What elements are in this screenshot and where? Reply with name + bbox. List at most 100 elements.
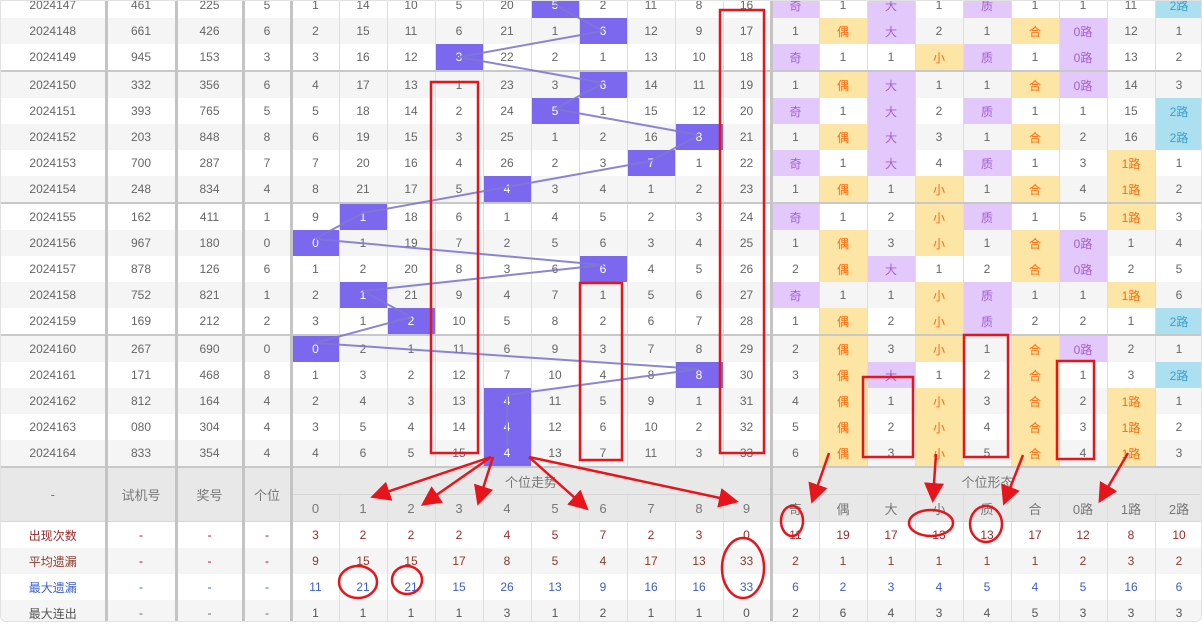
- form-cell: 1: [867, 176, 916, 203]
- stats-digit-value: 15: [387, 548, 436, 574]
- omission-cell: 23: [723, 176, 773, 203]
- digit-header[interactable]: 8: [675, 494, 724, 522]
- units-digit-cell: 1: [243, 202, 293, 230]
- form-header[interactable]: 合: [1011, 494, 1060, 522]
- hit-digit-cell: 7: [627, 150, 676, 176]
- stats-form-value: 13: [963, 521, 1012, 548]
- omission-cell: 13: [531, 440, 580, 467]
- stats-digit-value: 16: [675, 574, 724, 600]
- form-cell: 1: [915, 362, 964, 388]
- units-digit-cell: 6: [243, 18, 293, 44]
- form-header[interactable]: 0路: [1059, 494, 1108, 522]
- form-header[interactable]: 偶: [819, 494, 868, 522]
- omission-cell: 14: [387, 98, 436, 124]
- omission-cell: 5: [531, 230, 580, 256]
- omission-cell: 8: [291, 176, 340, 203]
- form-cell: 1: [1059, 98, 1108, 124]
- trial-number-cell: 700: [106, 150, 178, 176]
- stats-digit-value: 13: [675, 548, 724, 574]
- form-cell: 1路: [1107, 388, 1156, 414]
- digit-header[interactable]: 9: [723, 494, 773, 522]
- digit-header[interactable]: 4: [483, 494, 532, 522]
- footer-header-period: -: [1, 466, 108, 522]
- form-cell: 质: [963, 1, 1012, 18]
- trial-number-cell: 967: [106, 230, 178, 256]
- omission-cell: 11: [435, 334, 484, 362]
- prize-number-cell: 765: [176, 98, 245, 124]
- digit-header[interactable]: 0: [291, 494, 340, 522]
- omission-cell: 4: [435, 150, 484, 176]
- digit-header[interactable]: 3: [435, 494, 484, 522]
- digit-header[interactable]: 1: [339, 494, 388, 522]
- trial-number-cell: 752: [106, 282, 178, 308]
- stats-digit-value: 5: [531, 521, 580, 548]
- form-header[interactable]: 质: [963, 494, 1012, 522]
- period-cell: 2024149: [1, 44, 108, 71]
- hit-digit-cell: 3: [435, 44, 484, 71]
- stats-digit-value: 17: [435, 548, 484, 574]
- form-cell: 合: [1011, 440, 1060, 467]
- digit-header[interactable]: 6: [579, 494, 628, 522]
- form-header[interactable]: 奇: [771, 494, 820, 522]
- omission-cell: 5: [435, 1, 484, 18]
- form-cell: 3: [867, 334, 916, 362]
- stats-digit-value: 16: [627, 574, 676, 600]
- form-cell: 2: [1107, 256, 1156, 282]
- prize-number-cell: 180: [176, 230, 245, 256]
- digit-header[interactable]: 7: [627, 494, 676, 522]
- omission-cell: 2: [675, 176, 724, 203]
- form-group-header: 个位形态: [771, 466, 1201, 495]
- omission-cell: 2: [579, 1, 628, 18]
- stats-digit-value: 2: [387, 521, 436, 548]
- form-cell: 4: [1059, 176, 1108, 203]
- omission-cell: 11: [675, 70, 724, 98]
- period-cell: 2024158: [1, 282, 108, 308]
- stats-digit-value: 11: [291, 574, 340, 600]
- form-cell: 偶: [819, 256, 868, 282]
- form-cell: 0路: [1059, 70, 1108, 98]
- prize-number-cell: 287: [176, 150, 245, 176]
- hit-digit-cell: 8: [675, 124, 724, 150]
- form-header[interactable]: 大: [867, 494, 916, 522]
- form-header[interactable]: 小: [915, 494, 964, 522]
- form-cell: 1: [819, 1, 868, 18]
- form-header[interactable]: 2路: [1155, 494, 1201, 522]
- digit-header[interactable]: 2: [387, 494, 436, 522]
- form-cell: 2路: [1155, 124, 1201, 150]
- trial-number-cell: 267: [106, 334, 178, 362]
- stats-form-value: 5: [963, 574, 1012, 600]
- form-cell: 1路: [1107, 440, 1156, 467]
- form-cell: 小: [915, 282, 964, 308]
- form-header[interactable]: 1路: [1107, 494, 1156, 522]
- period-cell: 2024154: [1, 176, 108, 203]
- omission-cell: 3: [675, 440, 724, 467]
- omission-cell: 8: [531, 308, 580, 335]
- units-digit-cell: 4: [243, 176, 293, 203]
- form-cell: 1: [867, 44, 916, 71]
- trial-number-cell: 080: [106, 414, 178, 440]
- form-cell: 1: [819, 44, 868, 71]
- period-cell: 2024162: [1, 388, 108, 414]
- form-cell: 2: [1059, 388, 1108, 414]
- hit-digit-cell: 8: [675, 362, 724, 388]
- stats-digit-value: 13: [531, 574, 580, 600]
- omission-cell: 5: [675, 256, 724, 282]
- omission-cell: 4: [531, 202, 580, 230]
- stats-form-value: 12: [1059, 521, 1108, 548]
- omission-cell: 11: [531, 388, 580, 414]
- omission-cell: 19: [339, 124, 388, 150]
- digit-header[interactable]: 5: [531, 494, 580, 522]
- prize-number-cell: 690: [176, 334, 245, 362]
- form-cell: 大: [867, 98, 916, 124]
- omission-cell: 3: [339, 362, 388, 388]
- form-cell: 偶: [819, 414, 868, 440]
- form-cell: 1: [1059, 282, 1108, 308]
- prize-number-cell: 426: [176, 18, 245, 44]
- omission-cell: 7: [579, 440, 628, 467]
- stats-empty-cell: -: [106, 600, 178, 621]
- omission-cell: 12: [387, 44, 436, 71]
